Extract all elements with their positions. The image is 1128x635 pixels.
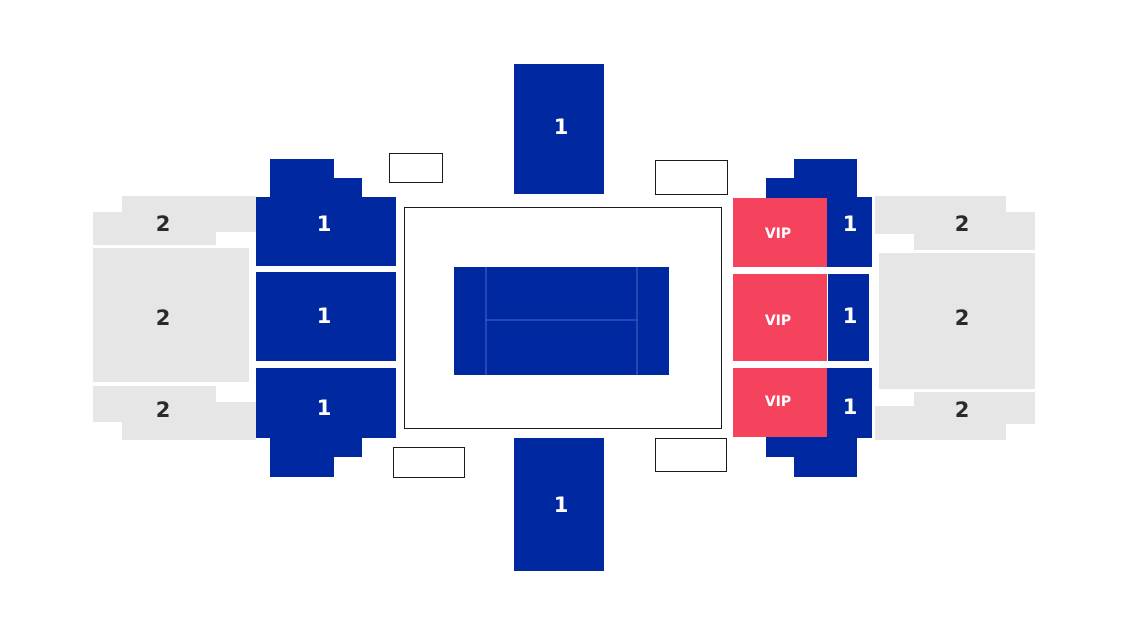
booth-box-top-right <box>655 160 728 195</box>
section-label: 1 <box>317 396 332 420</box>
section-label: 1 <box>843 395 858 419</box>
section-label: 1 <box>843 212 858 236</box>
section-label: 2 <box>955 306 970 330</box>
section-vip-upper[interactable]: VIP <box>733 198 827 267</box>
section-label: 2 <box>156 398 171 422</box>
booth-box-bottom-left <box>393 447 465 478</box>
section-label: 1 <box>554 493 569 517</box>
section-cat1-right-middle[interactable]: 1 <box>828 274 869 361</box>
section-vip-lower[interactable]: VIP <box>733 368 827 437</box>
booth-box-bottom-right <box>655 438 727 472</box>
section-cat1-left-upper[interactable]: 1 <box>256 159 396 266</box>
section-cat2-left-upper[interactable]: 2 <box>93 196 256 245</box>
section-label: 2 <box>156 212 171 236</box>
booth-box-top-left <box>389 153 443 183</box>
section-vip-middle[interactable]: VIP <box>733 274 827 361</box>
tennis-court <box>454 267 669 375</box>
section-cat2-left-lower[interactable]: 2 <box>93 386 256 440</box>
section-label: 1 <box>843 304 858 328</box>
section-cat1-left-middle[interactable]: 1 <box>256 272 396 361</box>
section-label: 2 <box>955 212 970 236</box>
section-cat2-right-lower[interactable]: 2 <box>875 392 1035 440</box>
section-cat1-top[interactable]: 1 <box>514 64 604 194</box>
section-cat2-right-upper[interactable]: 2 <box>875 196 1035 250</box>
section-cat1-bottom[interactable]: 1 <box>514 438 604 571</box>
section-label: 1 <box>317 212 332 236</box>
section-cat1-left-lower[interactable]: 1 <box>256 368 396 477</box>
section-label: 1 <box>554 115 569 139</box>
section-cat2-right-middle[interactable]: 2 <box>879 253 1035 389</box>
section-label: 2 <box>955 398 970 422</box>
section-label: VIP <box>765 313 791 329</box>
section-label: 1 <box>317 304 332 328</box>
section-label: VIP <box>765 226 791 242</box>
section-label: VIP <box>765 394 791 410</box>
section-label: 2 <box>156 306 171 330</box>
section-cat2-left-middle[interactable]: 2 <box>93 248 249 382</box>
